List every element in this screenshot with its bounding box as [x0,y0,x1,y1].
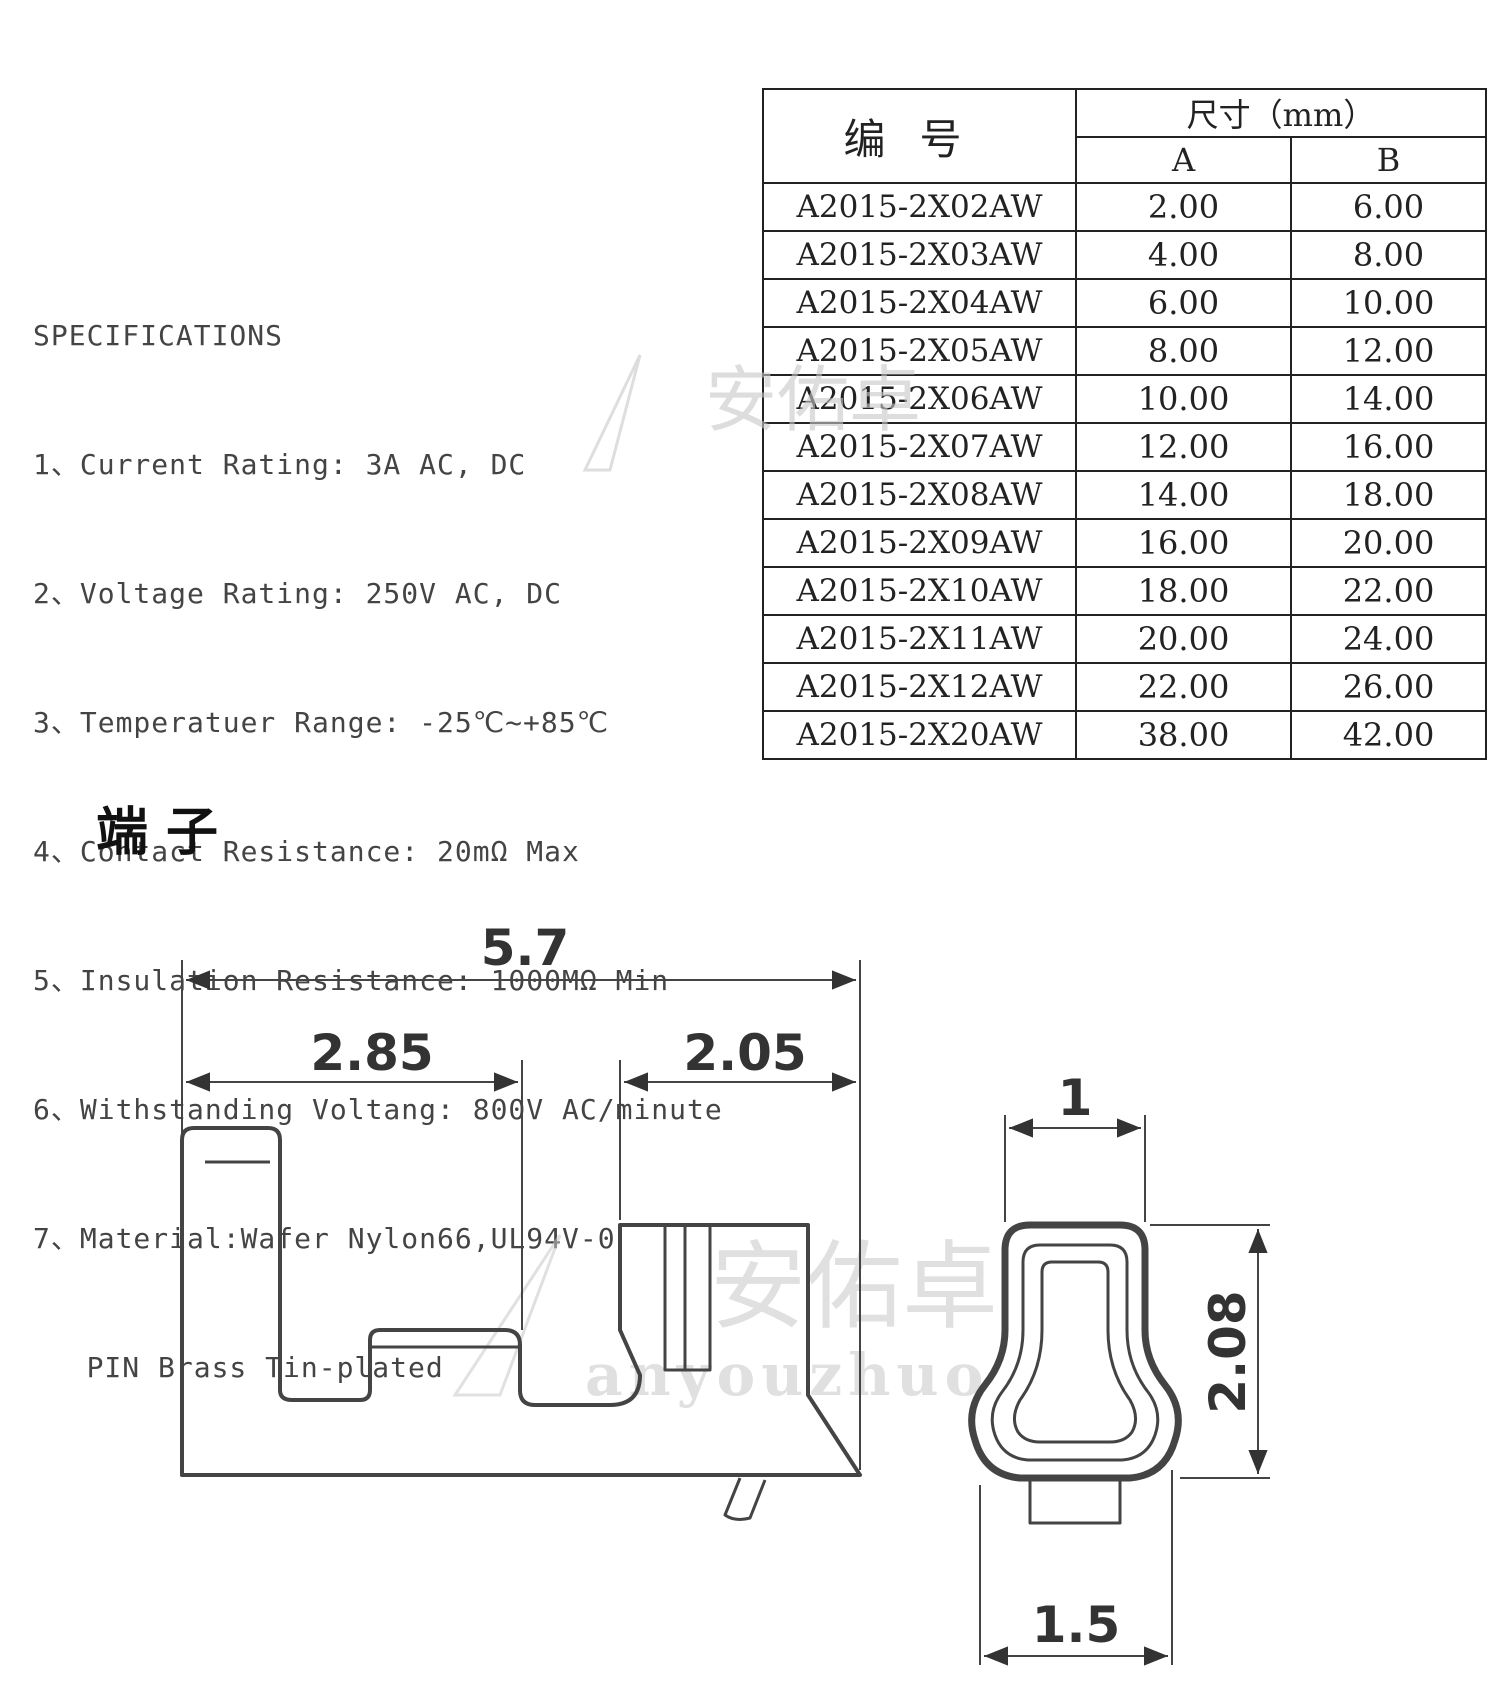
table-cell-code: A2015-2X12AW [762,662,1077,712]
table-cell-b: 14.00 [1290,374,1487,424]
dim-top-width: 1 [1058,1069,1093,1127]
table-cell-code: A2015-2X06AW [762,374,1077,424]
table-cell-b: 16.00 [1290,422,1487,472]
table-cell-b: 20.00 [1290,518,1487,568]
spec-item: 1、Current Rating: 3A AC, DC [33,448,527,481]
terminal-outline [180,1126,862,1477]
table-cell-code: A2015-2X10AW [762,566,1077,616]
spec-item: 3、Temperatuer Range: -25℃~+85℃ [33,706,610,739]
front-inner-contour [990,1243,1160,1462]
table-cell-code: A2015-2X03AW [762,230,1077,280]
spec-item: 4、Contact Resistance: 20mΩ Max [33,835,580,868]
table-cell-a: 18.00 [1075,566,1292,616]
table-cell-a: 2.00 [1075,182,1292,232]
table-cell-code: A2015-2X02AW [762,182,1077,232]
table-cell-code: A2015-2X11AW [762,614,1077,664]
terminal-slot [663,1223,712,1372]
table-cell-b: 6.00 [1290,182,1487,232]
table-cell-b: 42.00 [1290,710,1487,760]
terminal-title: 端子 [96,803,237,863]
table-cell-a: 22.00 [1075,662,1292,712]
table-cell-code: A2015-2X20AW [762,710,1077,760]
side-view-dimensions [181,960,861,1470]
table-cell-a: 14.00 [1075,470,1292,520]
table-cell-a: 8.00 [1075,326,1292,376]
header-a: A [1075,136,1292,184]
table-cell-code: A2015-2X05AW [762,326,1077,376]
dim-right-length: 2.05 [683,1024,806,1082]
header-code: 编号 [762,88,1077,184]
table-cell-b: 26.00 [1290,662,1487,712]
watermark-top: 安佑卓 [582,354,921,472]
spec-item: 2、Voltage Rating: 250V AC, DC [33,577,563,610]
table-cell-a: 38.00 [1075,710,1292,760]
watermark-bottom: 安佑卓 anyouzhuo [452,1231,998,1409]
front-inner-slot [1013,1260,1137,1444]
header-dimension: 尺寸（mm） [1075,88,1487,138]
front-outer-contour [968,1221,1182,1482]
watermark-text: 安佑卓 [705,358,921,442]
dim-bottom-width: 1.5 [1032,1596,1121,1654]
dim-left-length: 2.85 [310,1024,433,1082]
front-view-dimensions [979,1115,1270,1666]
table-cell-a: 6.00 [1075,278,1292,328]
spec-item: PIN Brass Tin-plated [33,1351,444,1384]
specifications-block: SPECIFICATIONS 1、Current Rating: 3A AC, … [33,228,723,1432]
table-cell-code: A2015-2X07AW [762,422,1077,472]
terminal-front-view [968,1221,1182,1525]
table-cell-a: 4.00 [1075,230,1292,280]
header-b: B [1290,136,1487,184]
dim-height: 2.08 [1199,1290,1257,1413]
table-cell-b: 12.00 [1290,326,1487,376]
dim-overall-length: 5.7 [481,919,570,977]
table-cell-code: A2015-2X04AW [762,278,1077,328]
table-cell-b: 24.00 [1290,614,1487,664]
front-pin [1028,1476,1122,1525]
table-cell-code: A2015-2X09AW [762,518,1077,568]
spec-heading: SPECIFICATIONS [33,319,284,352]
terminal-tail [723,1477,767,1521]
table-cell-a: 20.00 [1075,614,1292,664]
watermark-text: 安佑卓 [710,1231,998,1343]
table-cell-b: 22.00 [1290,566,1487,616]
spec-item: 6、Withstanding Voltang: 800V AC/minute [33,1093,723,1126]
table-cell-b: 18.00 [1290,470,1487,520]
table-cell-a: 12.00 [1075,422,1292,472]
terminal-side-view [180,1126,862,1521]
table-cell-a: 10.00 [1075,374,1292,424]
table-cell-a: 16.00 [1075,518,1292,568]
table-cell-b: 8.00 [1290,230,1487,280]
table-cell-code: A2015-2X08AW [762,470,1077,520]
watermark-latin: anyouzhuo [585,1341,989,1409]
table-cell-b: 10.00 [1290,278,1487,328]
